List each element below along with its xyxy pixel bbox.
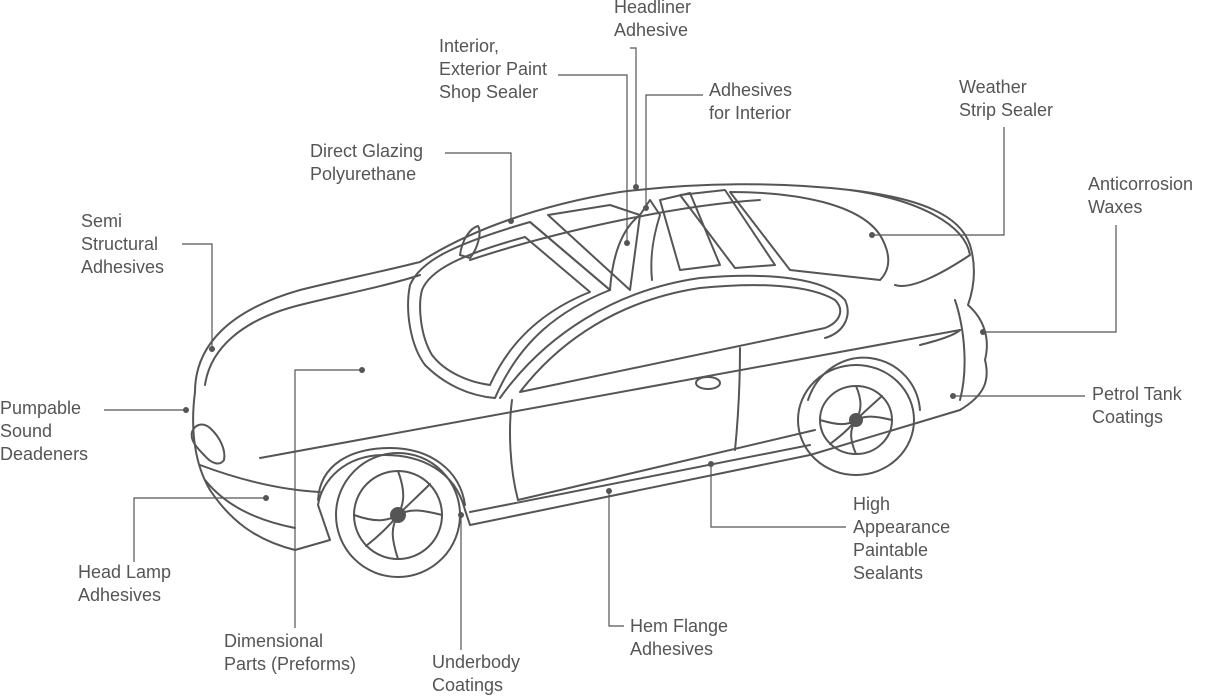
leader-lines [104, 47, 1117, 650]
leader-high-appearance [710, 464, 846, 528]
belt-line [259, 329, 961, 459]
leader-semi-structural [182, 243, 213, 349]
label-underbody-coatings: Underbody Coatings [432, 652, 521, 695]
label-anticorrosion-waxes: Anticorrosion Waxes [1088, 174, 1194, 217]
label-weather-strip-sealer: Weather Strip Sealer [959, 77, 1054, 120]
front-bumper-line [199, 464, 321, 493]
rear-quarter [954, 299, 966, 401]
label-high-appearance-paintable-sealants: High Appearance Paintable Sealants [853, 494, 951, 583]
rear-wheel [797, 364, 915, 476]
side-window-frame [499, 274, 849, 399]
label-hem-flange-adhesives: Hem Flange Adhesives [630, 616, 729, 659]
label-headliner-adhesive: Headliner Adhesive [614, 0, 692, 40]
leader-hem-flange [608, 491, 624, 627]
label-petrol-tank-coatings: Petrol Tank Coatings [1092, 384, 1182, 427]
label-head-lamp-adhesives: Head Lamp Adhesives [78, 562, 172, 605]
rear-roof [849, 189, 971, 287]
front-bumper-lower [204, 479, 296, 529]
hood-line [204, 274, 421, 386]
leader-head-lamp [133, 497, 266, 562]
sunroof-1 [547, 204, 641, 291]
leader-direct-glazing [445, 152, 512, 221]
door-seam-front [509, 399, 519, 501]
rear-panel [919, 329, 961, 346]
leader-weather-strip [872, 127, 1005, 236]
leader-headliner [630, 47, 637, 187]
car-body-outline [192, 183, 988, 551]
rocker-line [517, 429, 816, 501]
label-dimensional-parts-preforms: Dimensional Parts (Preforms) [224, 631, 357, 674]
leader-adhesives-interior [645, 94, 703, 208]
front-wheel-arch [317, 447, 466, 506]
roof-rail [469, 199, 761, 261]
door-seam-rear [734, 347, 741, 451]
windshield-inner [419, 236, 591, 386]
sill-line [469, 444, 811, 513]
head-lamp-shape [190, 423, 226, 465]
rear-window [729, 191, 890, 281]
leader-anticorrosion [983, 225, 1117, 333]
front-wheel [335, 452, 461, 578]
leader-dimensional [294, 369, 362, 628]
car-outline [190, 183, 988, 551]
label-pumpable-sound-deadeners: Pumpable Sound Deadeners [0, 398, 89, 464]
door-handle [695, 376, 721, 390]
side-window [519, 284, 842, 393]
label-interior-exterior-paint-shop-sealer: Interior, Exterior Paint Shop Sealer [439, 36, 548, 102]
side-mirror [459, 225, 481, 259]
label-adhesives-for-interior: Adhesives for Interior [709, 80, 793, 123]
leader-interior-paint [558, 74, 628, 243]
sunroof-3 [679, 189, 776, 269]
label-semi-structural-adhesives: Semi Structural Adhesives [81, 211, 165, 277]
anchor-dots [183, 184, 986, 518]
label-direct-glazing-polyurethane: Direct Glazing Polyurethane [310, 141, 424, 184]
a-pillar [529, 221, 611, 291]
